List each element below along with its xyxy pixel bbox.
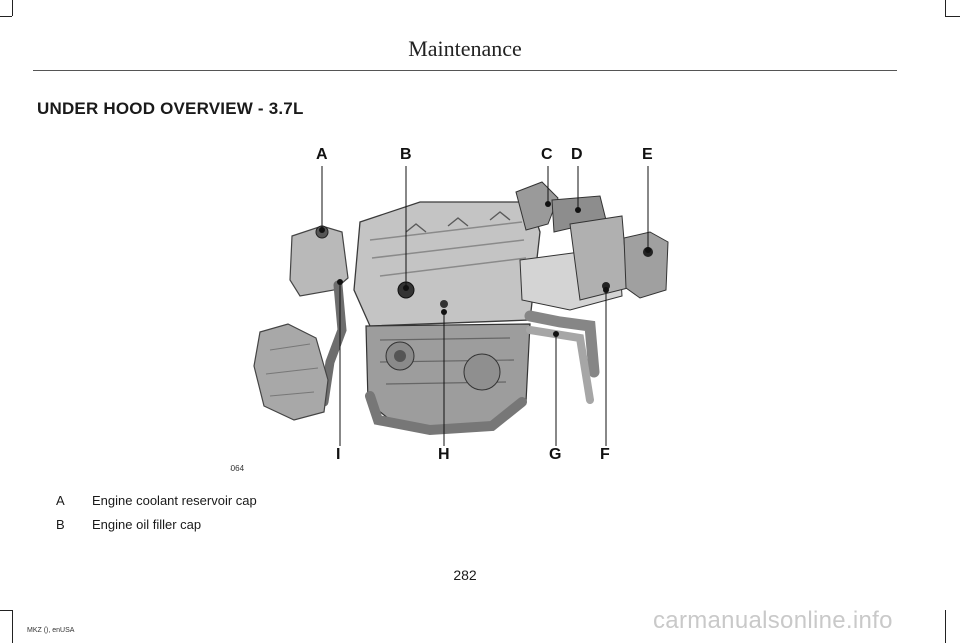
crop-mark (945, 610, 946, 643)
page-number: 282 (453, 567, 477, 583)
crop-mark (945, 0, 946, 16)
engine-block (353, 201, 541, 436)
callout-label-g: G (549, 446, 561, 463)
crop-mark (12, 0, 13, 16)
legend-item: A Engine coolant reservoir cap (56, 493, 257, 517)
document-id: MKZ (), enUSA (27, 627, 75, 634)
callout-leaders (321, 166, 649, 446)
callout-legend: A Engine coolant reservoir cap B Engine … (56, 493, 257, 541)
callout-dots (319, 201, 651, 337)
callout-label-a: A (316, 146, 328, 163)
legend-text: Engine oil filler cap (92, 517, 202, 532)
callout-label-i: I (336, 446, 340, 463)
page-header-title: Maintenance (408, 36, 522, 61)
callout-label-c: C (541, 146, 553, 163)
battery (623, 231, 669, 299)
callout-label-f: F (600, 446, 610, 463)
legend-key: B (56, 517, 65, 532)
legend-text: Engine coolant reservoir cap (92, 493, 257, 508)
header-rule (33, 70, 897, 71)
callout-label-h: H (438, 446, 450, 463)
crop-mark (945, 16, 960, 17)
engine-figure: A B C D E I H G F E153064 (230, 140, 700, 480)
crop-mark (0, 610, 12, 611)
legend-item: B Engine oil filler cap (56, 517, 257, 541)
callout-label-b: B (400, 146, 412, 163)
crop-mark (0, 16, 12, 17)
air-filter-box (515, 181, 629, 404)
coolant-reservoir (253, 225, 349, 421)
watermark: carmanualsonline.info (653, 607, 893, 634)
engine-illustration: A B C D E I H G F E153064 (230, 146, 669, 473)
callout-label-d: D (571, 146, 583, 163)
section-heading: UNDER HOOD OVERVIEW - 3.7L (37, 99, 304, 118)
figure-code: E153064 (230, 464, 245, 473)
legend-key: A (56, 493, 65, 508)
callout-label-e: E (642, 146, 653, 163)
crop-mark (12, 610, 13, 643)
